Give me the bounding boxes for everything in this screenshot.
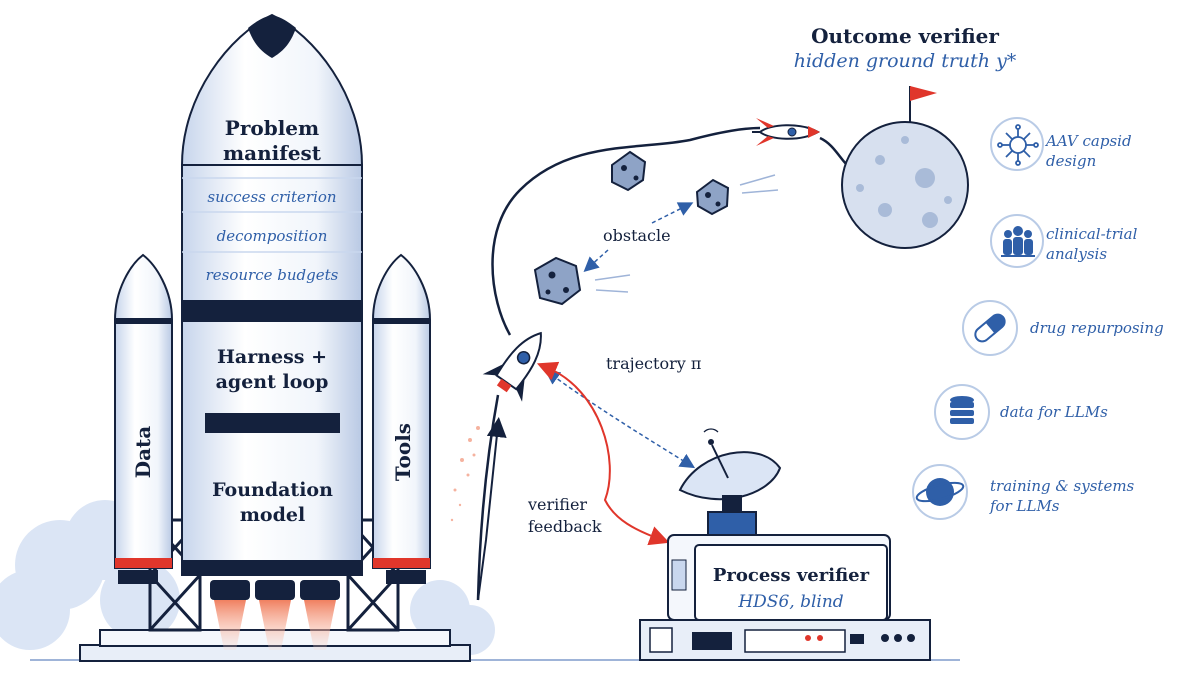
data-booster-label: Data [131,425,155,479]
speed-lines [594,174,779,293]
app-icon-circle-3 [962,300,1018,356]
app-icon-circle-1 [990,117,1044,171]
arriving-rocket [752,118,821,146]
launch-arrow [477,417,507,601]
app-icon-circle-5 [912,464,968,520]
process-verifier-machine [639,534,931,661]
application-clinical-trial-analysis: clinical-trial analysis [1046,225,1138,263]
app-icon-circle-4 [934,384,990,440]
nose-item-decomposition: decomposition [216,227,328,245]
asteroid-1 [611,150,647,192]
nose-item-success-criterion: success criterion [207,188,337,206]
satellite-dish [678,428,782,537]
tools-booster-label: Tools [391,422,415,482]
outcome-verifier-subtitle: hidden ground truth y* [793,50,1017,72]
harness-agent-loop-title: Harness + agent loop [215,346,329,393]
outcome-verifier-title: Outcome verifier [811,24,999,48]
main-rocket [180,13,364,576]
small-rocket [482,331,542,402]
trajectory-label: trajectory π [606,354,702,373]
process-verifier-subtitle: HDS6, blind [738,592,844,612]
obstacle-label: obstacle [603,226,671,245]
moon [841,86,969,249]
verifier-feedback-label: verifier feedback [528,495,602,536]
process-verifier-title: Process verifier [712,565,870,586]
rocket-engines [118,570,426,650]
asteroid-2 [695,178,730,216]
right-booster [371,253,432,569]
obstacle-arrow-lower [583,249,609,273]
problem-manifest-title: Problem manifest [222,116,322,165]
application-data-for-llms: data for LLMs [1000,403,1108,421]
obstacle-arrow-upper [651,202,694,224]
feedback-arrow [536,361,670,546]
exhaust-trail [450,426,480,522]
foundation-model-title: Foundation model [212,479,333,526]
app-icon-circle-2 [990,214,1044,268]
asteroid-3 [533,256,582,306]
nose-item-resource-budgets: resource budgets [205,266,339,284]
application-training-systems: training & systems for LLMs [990,477,1135,515]
application-drug-repurposing: drug repurposing [1030,319,1164,337]
application-aav-capsid-design: AAV capsid design [1046,132,1132,170]
left-booster [113,253,174,569]
trajectory-arrow [544,369,696,469]
